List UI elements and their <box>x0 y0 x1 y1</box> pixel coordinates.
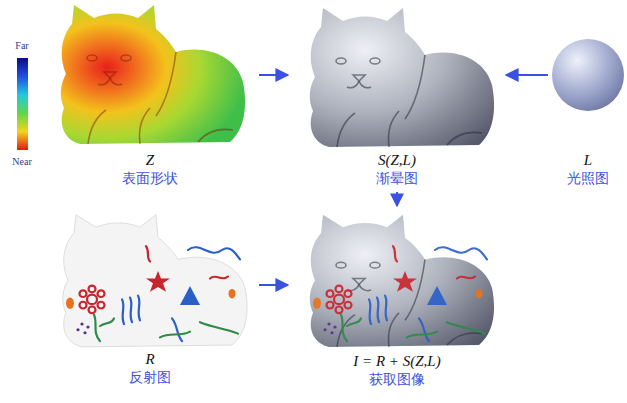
image-panel: S(Z,L)渐晕图 <box>292 0 502 188</box>
light-sphere <box>552 39 624 111</box>
flow-arrow <box>259 284 288 286</box>
symbol-label: I = R + S(Z,L) <box>292 352 502 370</box>
reflectance-cat <box>63 215 247 347</box>
depth-colorbar <box>17 58 28 150</box>
flow-arrow <box>396 192 398 206</box>
image-panel: Z表面形状 <box>45 0 255 188</box>
symbol-label: L <box>552 151 624 169</box>
caption-label: 反射图 <box>45 368 255 387</box>
flow-arrow <box>259 74 288 76</box>
colorbar-label: Near <box>12 156 31 168</box>
flow-arrow <box>506 74 548 76</box>
caption-label: 光照图 <box>552 169 624 188</box>
caption-label: 渐晕图 <box>292 169 502 188</box>
image-panel: R反射图 <box>45 210 255 387</box>
shading-cat <box>310 8 494 147</box>
caption-label: 获取图像 <box>292 370 502 389</box>
symbol-label: R <box>45 350 255 368</box>
colorbar-label: Far <box>15 40 28 52</box>
image-panel: L光照图 <box>552 0 624 188</box>
caption-label: 表面形状 <box>45 169 255 188</box>
depth-map-cat <box>61 5 245 144</box>
image-cat <box>310 215 494 347</box>
image-panel: I = R + S(Z,L)获取图像 <box>292 210 502 389</box>
symbol-label: Z <box>45 151 255 169</box>
symbol-label: S(Z,L) <box>292 151 502 169</box>
